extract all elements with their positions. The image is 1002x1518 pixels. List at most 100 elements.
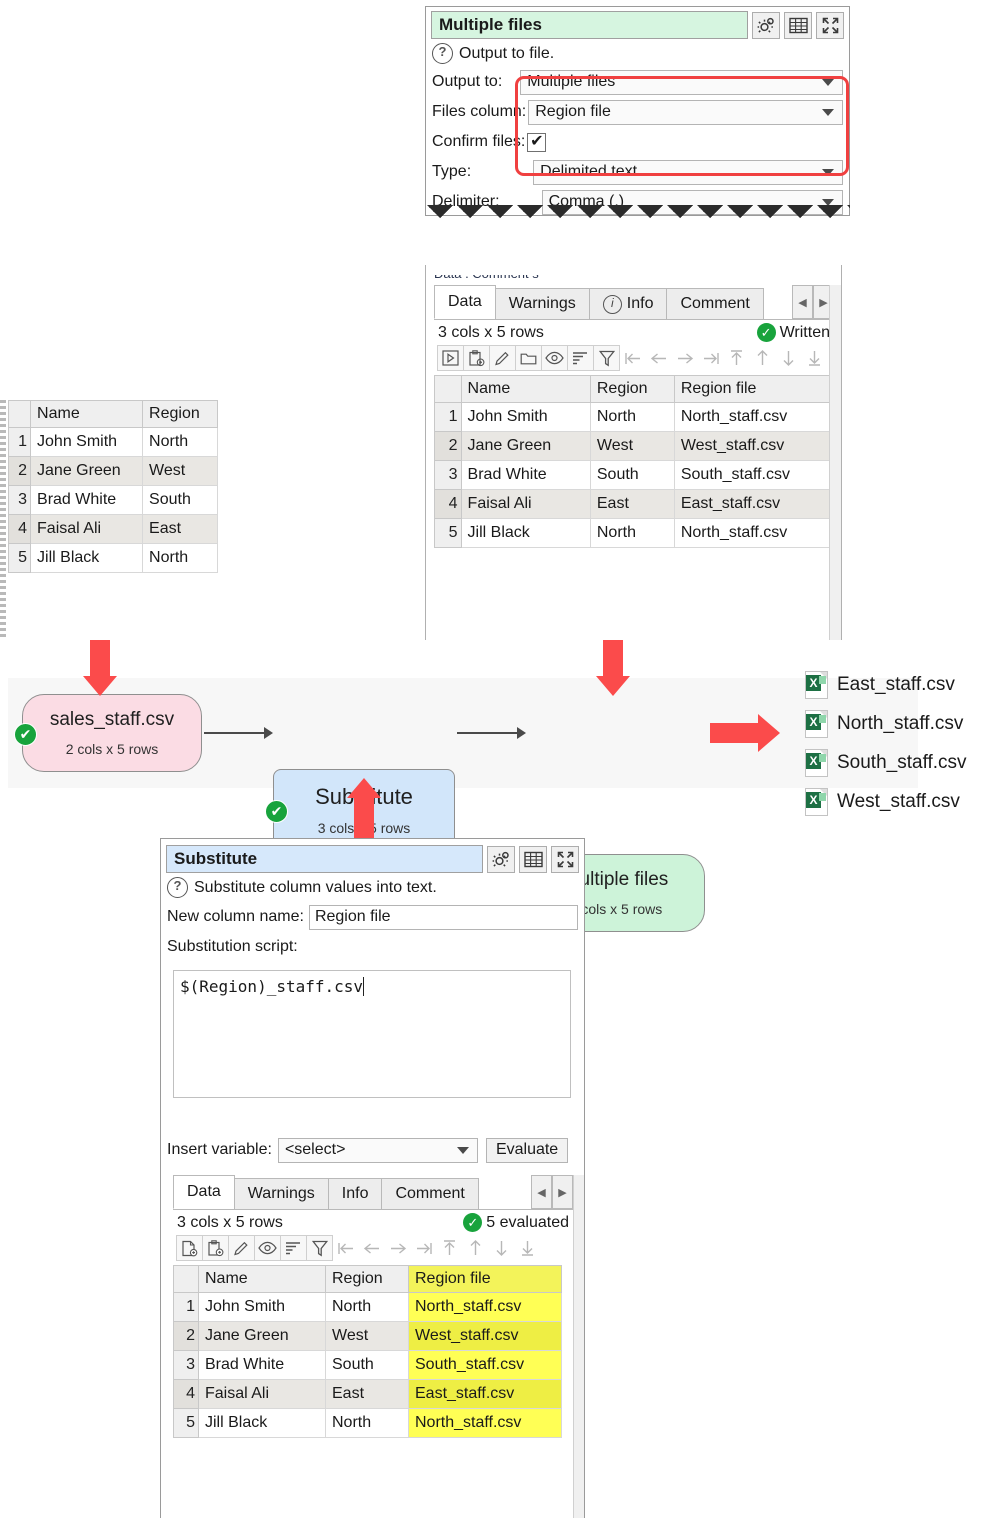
cell-region-file[interactable]: South_staff.csv: [408, 1350, 562, 1380]
folder-icon[interactable]: [515, 345, 542, 371]
tab-comment[interactable]: Comment: [666, 288, 764, 319]
cell-name[interactable]: Jane Green: [460, 431, 591, 461]
table-row[interactable]: 2 Jane Green West West_staff.csv: [173, 1321, 562, 1351]
top-icon[interactable]: [723, 345, 750, 371]
first-icon[interactable]: [332, 1235, 359, 1261]
tab-info[interactable]: i Info: [588, 288, 668, 319]
cell-region-file[interactable]: North_staff.csv: [408, 1292, 562, 1322]
cell-region[interactable]: North: [325, 1408, 409, 1438]
tab-warnings[interactable]: Warnings: [233, 1178, 329, 1209]
last-icon[interactable]: [410, 1235, 437, 1261]
cell-name[interactable]: Jill Black: [198, 1408, 326, 1438]
table-row[interactable]: 1 John Smith North North_staff.csv: [434, 402, 835, 432]
insert-variable-combo[interactable]: <select>: [277, 1137, 478, 1163]
cell-region[interactable]: East: [142, 514, 218, 544]
tab-scroll-left-button[interactable]: ◀: [531, 1175, 552, 1209]
cell-name[interactable]: Jane Green: [30, 456, 144, 486]
table-row[interactable]: 3 Brad White South: [7, 485, 218, 515]
list-item[interactable]: X North_staff.csv: [805, 710, 967, 738]
filter-icon[interactable]: [306, 1235, 333, 1261]
output-grid-scrollbar[interactable]: [829, 285, 841, 640]
cell-name[interactable]: Faisal Ali: [460, 489, 591, 519]
up-icon[interactable]: [462, 1235, 489, 1261]
table-row[interactable]: 1 John Smith North North_staff.csv: [173, 1292, 562, 1322]
gear-icon[interactable]: [752, 11, 780, 39]
new-column-name-input[interactable]: Region file: [308, 904, 578, 930]
cell-region-file[interactable]: East_staff.csv: [673, 489, 835, 519]
table-row[interactable]: 4 Faisal Ali East East_staff.csv: [434, 489, 835, 519]
type-combo[interactable]: Delimited text: [533, 159, 843, 185]
substitute-panel-title-field[interactable]: Substitute: [166, 845, 483, 873]
new-icon[interactable]: [176, 1235, 203, 1261]
cell-name[interactable]: Brad White: [460, 460, 591, 490]
col-header-name[interactable]: Name: [460, 375, 591, 403]
cell-region-file[interactable]: North_staff.csv: [673, 402, 835, 432]
table-row[interactable]: 4 Faisal Ali East East_staff.csv: [173, 1379, 562, 1409]
tab-data[interactable]: Data: [173, 1175, 235, 1209]
run-icon[interactable]: [437, 345, 464, 371]
cell-region[interactable]: North: [589, 402, 675, 432]
help-icon[interactable]: ?: [432, 43, 453, 64]
files-column-combo[interactable]: Region file: [528, 99, 843, 125]
cell-region[interactable]: West: [142, 456, 218, 486]
table-row[interactable]: 5 Jill Black North North_staff.csv: [173, 1408, 562, 1438]
col-header-region-file[interactable]: Region file: [408, 1265, 562, 1293]
cell-region-file[interactable]: East_staff.csv: [408, 1379, 562, 1409]
table-icon[interactable]: [784, 11, 812, 39]
help-icon[interactable]: ?: [167, 877, 188, 898]
sort-icon[interactable]: [567, 345, 594, 371]
expand-icon[interactable]: [816, 11, 844, 39]
cell-region[interactable]: North: [142, 427, 218, 457]
cell-region-file[interactable]: West_staff.csv: [673, 431, 835, 461]
prev-icon[interactable]: [645, 345, 672, 371]
tab-info[interactable]: Info: [327, 1178, 383, 1209]
table-row[interactable]: 1 John Smith North: [7, 427, 218, 457]
substitution-script-editor[interactable]: $(Region)_staff.csv: [173, 970, 571, 1098]
list-item[interactable]: X East_staff.csv: [805, 671, 967, 699]
col-header-region-file[interactable]: Region file: [673, 375, 835, 403]
expand-icon[interactable]: [551, 845, 579, 873]
cell-name[interactable]: John Smith: [460, 402, 591, 432]
cell-region[interactable]: South: [142, 485, 218, 515]
col-header-name[interactable]: Name: [30, 400, 144, 428]
tab-scroll-left-button[interactable]: ◀: [792, 285, 813, 319]
cell-name[interactable]: John Smith: [30, 427, 144, 457]
list-item[interactable]: X West_staff.csv: [805, 788, 967, 816]
cell-region[interactable]: West: [589, 431, 675, 461]
cell-name[interactable]: Faisal Ali: [30, 514, 144, 544]
col-header-name[interactable]: Name: [198, 1265, 326, 1293]
edit-icon[interactable]: [228, 1235, 255, 1261]
table-row[interactable]: 3 Brad White South South_staff.csv: [434, 460, 835, 490]
output-to-combo[interactable]: Multiple files: [520, 69, 843, 95]
down-icon[interactable]: [775, 345, 802, 371]
cell-region[interactable]: South: [589, 460, 675, 490]
cell-name[interactable]: Jill Black: [460, 518, 591, 548]
cell-name[interactable]: Jane Green: [198, 1321, 326, 1351]
tab-comment[interactable]: Comment: [381, 1178, 479, 1209]
cell-region[interactable]: North: [325, 1292, 409, 1322]
confirm-files-checkbox[interactable]: ✔: [527, 132, 547, 152]
flow-node-sales-staff[interactable]: ✔ sales_staff.csv 2 cols x 5 rows: [14, 694, 202, 772]
next-icon[interactable]: [671, 345, 698, 371]
paste-icon[interactable]: [202, 1235, 229, 1261]
cell-region-file[interactable]: South_staff.csv: [673, 460, 835, 490]
tab-scroll-right-button[interactable]: ▶: [552, 1175, 573, 1209]
gear-icon[interactable]: [487, 845, 515, 873]
table-row[interactable]: 5 Jill Black North North_staff.csv: [434, 518, 835, 548]
cell-region[interactable]: West: [325, 1321, 409, 1351]
paste-icon[interactable]: [463, 345, 490, 371]
substitute-grid-scrollbar[interactable]: [573, 1175, 584, 1518]
bottom-icon[interactable]: [801, 345, 828, 371]
cell-name[interactable]: Faisal Ali: [198, 1379, 326, 1409]
cell-name[interactable]: Brad White: [198, 1350, 326, 1380]
cell-region[interactable]: North: [589, 518, 675, 548]
cell-region-file[interactable]: North_staff.csv: [673, 518, 835, 548]
cell-name[interactable]: John Smith: [198, 1292, 326, 1322]
down-icon[interactable]: [488, 1235, 515, 1261]
bottom-icon[interactable]: [514, 1235, 541, 1261]
table-icon[interactable]: [519, 845, 547, 873]
first-icon[interactable]: [619, 345, 646, 371]
table-row[interactable]: 2 Jane Green West: [7, 456, 218, 486]
cell-region[interactable]: East: [325, 1379, 409, 1409]
filter-icon[interactable]: [593, 345, 620, 371]
